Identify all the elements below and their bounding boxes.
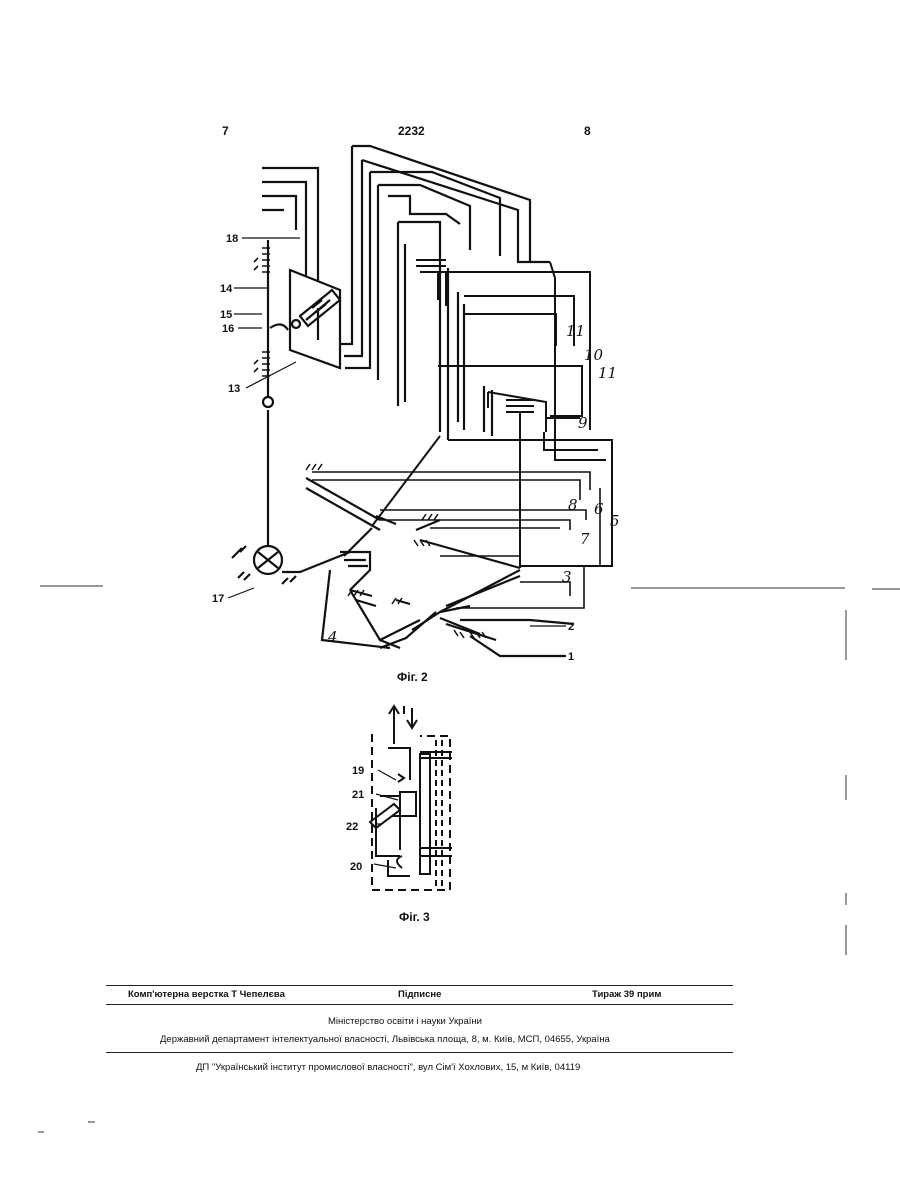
footer-signed: Підписне [398, 989, 441, 1000]
footer-department: Державний департамент інтелектуальної вл… [160, 1034, 610, 1045]
footer-rule-middle [106, 1004, 733, 1005]
label-8: 8 [568, 496, 578, 514]
figure-2-caption: Фіг. 2 [397, 670, 428, 684]
label-4: 4 [327, 628, 338, 646]
label-16: 16 [222, 323, 234, 335]
footer-circulation: Тираж 39 прим [592, 989, 661, 1000]
label-11-upper: 11 [566, 322, 585, 340]
label-17: 17 [212, 593, 224, 605]
label-2: 2 [568, 621, 574, 633]
footer-ministry: Міністерство освіти і науки України [328, 1016, 482, 1027]
label-10: 10 [584, 346, 604, 364]
label-5: 5 [610, 512, 620, 530]
label-7: 7 [580, 530, 590, 548]
label-18: 18 [226, 233, 238, 245]
label-20: 20 [350, 861, 362, 873]
label-9: 9 [578, 414, 588, 432]
label-3: 3 [562, 568, 572, 586]
label-21: 21 [352, 789, 364, 801]
label-11-lower: 11 [598, 364, 617, 382]
figure-3-valve-diagram: 19 21 22 20 [340, 700, 480, 900]
figure-2-kinematic-diagram: 18 14 15 16 13 17 1 2 3 4 5 6 7 8 9 10 1… [0, 0, 900, 700]
label-13: 13 [228, 383, 240, 395]
label-22: 22 [346, 821, 358, 833]
figure-3-caption: Фіг. 3 [399, 910, 430, 924]
label-14: 14 [220, 283, 233, 295]
footer-institute: ДП "Український інститут промислової вла… [196, 1062, 580, 1073]
footer-rule-bottom [106, 1052, 733, 1053]
label-19: 19 [352, 765, 364, 777]
label-6: 6 [594, 500, 604, 518]
footer-typesetting: Комп'ютерна верстка Т Чепелєва [128, 989, 285, 1000]
label-15: 15 [220, 309, 232, 321]
footer-rule-top [106, 985, 733, 986]
label-1: 1 [568, 651, 574, 663]
